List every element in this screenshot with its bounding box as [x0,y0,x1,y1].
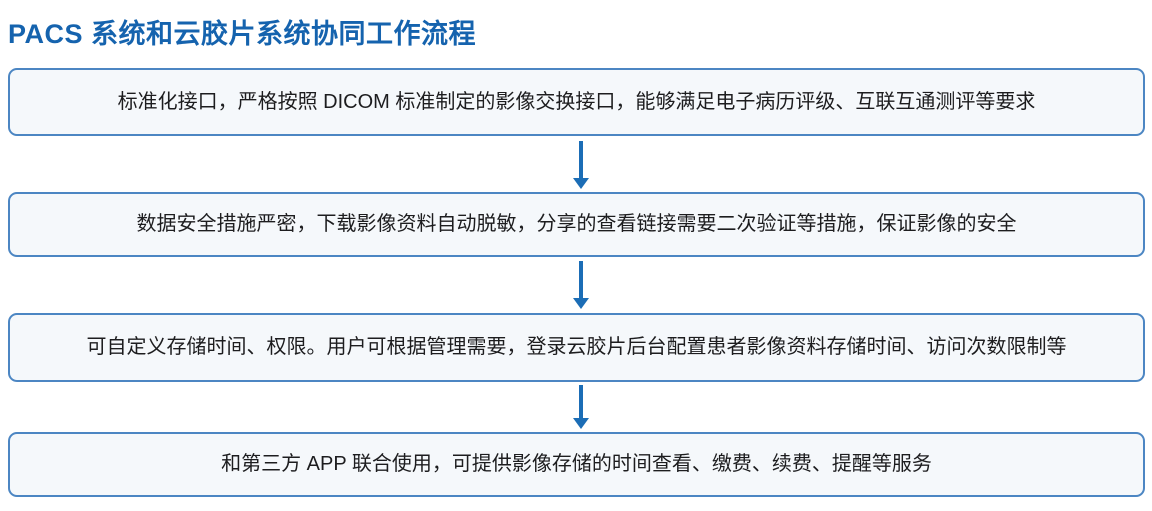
down-arrow-icon [572,385,589,429]
flow-step-2-text: 数据安全措施严密，下载影像资料自动脱敏，分享的查看链接需要二次验证等措施，保证影… [136,213,1017,235]
arrow-head [572,418,589,429]
arrow-shaft [578,385,583,418]
flow-step-2-box: 数据安全措施严密，下载影像资料自动脱敏，分享的查看链接需要二次验证等措施，保证影… [8,192,1145,257]
page-title: PACS 系统和云胶片系统协同工作流程 [8,19,477,49]
down-arrow-icon [572,261,589,309]
arrow-shaft [578,141,583,178]
flow-step-1-box: 标准化接口，严格按照 DICOM 标准制定的影像交换接口，能够满足电子病历评级、… [8,68,1145,136]
arrow-shaft [578,261,583,298]
flow-step-4-text: 和第三方 APP 联合使用，可提供影像存储的时间查看、缴费、续费、提醒等服务 [221,453,932,475]
flow-step-4-box: 和第三方 APP 联合使用，可提供影像存储的时间查看、缴费、续费、提醒等服务 [8,432,1145,497]
flow-step-1-text: 标准化接口，严格按照 DICOM 标准制定的影像交换接口，能够满足电子病历评级、… [117,90,1036,113]
flow-step-3-text: 可自定义存储时间、权限。用户可根据管理需要，登录云胶片后台配置患者影像资料存储时… [86,336,1067,358]
down-arrow-icon [572,141,589,189]
arrow-head [572,298,589,309]
flow-step-3-box: 可自定义存储时间、权限。用户可根据管理需要，登录云胶片后台配置患者影像资料存储时… [8,313,1145,382]
arrow-head [572,178,589,189]
